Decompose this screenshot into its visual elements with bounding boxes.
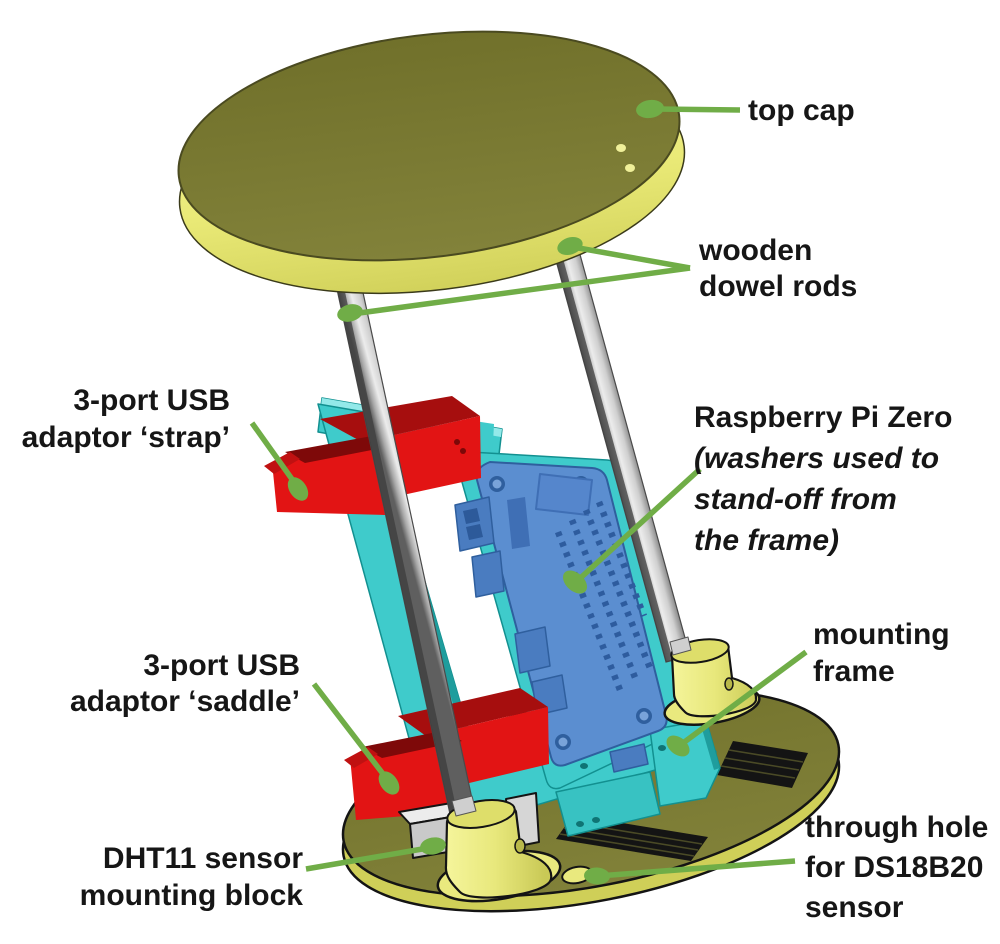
leader-lines [249, 99, 808, 885]
label-line: 3-port USB [73, 384, 230, 417]
pi-camera-connector [535, 473, 593, 516]
rod-edge-shadow [546, 222, 673, 662]
strap-screw-hole [460, 448, 466, 454]
label-raspberry-pi: Raspberry Pi Zero (washers used to stand… [694, 397, 952, 561]
leader-dot-dht11 [420, 837, 446, 855]
top-cap [177, 30, 686, 295]
leader-pi [574, 466, 702, 585]
label-line: adaptor ‘saddle’ [69, 685, 300, 718]
boss-side-hole [724, 677, 734, 691]
leader-dot-dowel [557, 236, 583, 256]
raspberry-pi-board [454, 461, 668, 773]
leader-frame [677, 649, 808, 749]
label-line: for DS18B20 [805, 851, 984, 884]
frame-right-foot-shade [700, 720, 720, 770]
frame-lower-tab [555, 771, 661, 837]
leader-dot-dowel [337, 304, 363, 322]
pi-gpio-holes [554, 500, 654, 692]
label-line: dowel rods [699, 270, 858, 303]
pi-connector-pin [463, 508, 480, 524]
label-line: Raspberry Pi Zero [694, 401, 953, 434]
label-dht11: DHT11 sensor mounting block [80, 840, 303, 914]
label-top-cap: top cap [748, 92, 855, 129]
label-line: top cap [748, 94, 855, 127]
leader-ds18b20 [597, 858, 796, 879]
rod-stub [451, 795, 477, 817]
frame-screw-hole [580, 763, 588, 769]
label-line: 3-port USB [143, 649, 300, 682]
label-line: wooden [699, 234, 813, 267]
leader-dot-strap [287, 477, 309, 501]
cap-bump [616, 144, 626, 152]
leader-dot-ds18b20 [584, 867, 610, 885]
label-line: stand-off from [694, 483, 897, 516]
label-line: mounting [813, 618, 950, 651]
label-usb-saddle: 3-port USB adaptor ‘saddle’ [70, 648, 300, 720]
strap-screw-hole [454, 439, 460, 445]
label-line: DHT11 sensor [102, 842, 303, 875]
rod-boss-left [436, 795, 562, 903]
label-line: adaptor ‘strap’ [21, 421, 230, 454]
leader-dot-pi [562, 570, 588, 594]
label-line: (washers used to [694, 442, 940, 475]
frame-screw-hole [592, 817, 600, 823]
top-cap-face [177, 30, 681, 262]
leader-dot-frame [666, 735, 690, 757]
pi-connector [454, 496, 495, 552]
label-line: mounting block [79, 879, 303, 912]
saddle-left-box [350, 735, 453, 820]
boss-side-hole [514, 838, 526, 854]
leader-dot-saddle [378, 771, 400, 795]
rod-boss-right [663, 636, 761, 726]
leader-dowel-upper [572, 244, 691, 271]
leader-dht11 [305, 844, 435, 872]
leader-saddle [311, 682, 393, 785]
label-line: frame [813, 655, 895, 688]
pi-connector-pin [466, 524, 483, 540]
label-dowel-rods: wooden dowel rods [699, 233, 857, 305]
rod-edge-shadow [332, 264, 457, 814]
label-line: the frame) [694, 524, 840, 557]
vent-grille-right [717, 741, 808, 788]
strap-channel-interior [285, 436, 392, 463]
label-ds18b20: through hole for DS18B20 sensor [805, 808, 988, 928]
leader-dowel-lower [351, 265, 691, 317]
frame-screw-hole [576, 821, 584, 827]
leader-top-cap [654, 106, 741, 113]
label-mounting-frame: mounting frame [813, 616, 950, 690]
rod-stub [669, 636, 692, 656]
pi-header-strip [507, 497, 530, 549]
frame-screw-hole [658, 745, 666, 751]
pi-bottom-connector [609, 743, 649, 773]
leader-dot-top-cap [636, 99, 664, 119]
label-usb-strap: 3-port USB adaptor ‘strap’ [22, 382, 230, 456]
label-line: through hole [805, 811, 989, 844]
cap-bump [625, 164, 635, 172]
strap-top-face [320, 396, 480, 442]
label-line: sensor [805, 891, 904, 924]
pi-connector [471, 550, 505, 598]
pi-micro-usb [514, 626, 551, 674]
